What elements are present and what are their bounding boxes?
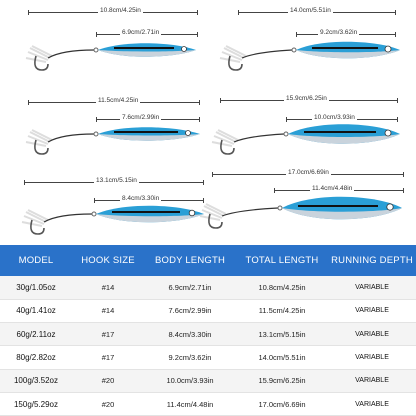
total-length-dimension: 15.9cm/6.25in: [220, 95, 398, 103]
cell-total-length: 15.9cm/6.25in: [236, 369, 328, 393]
table-header-row: MODEL HOOK SIZE BODY LENGTH TOTAL LENGTH…: [0, 245, 416, 276]
cell-body-length: 10.0cm/3.93in: [144, 369, 236, 393]
column-header-body-length: BODY LENGTH: [154, 255, 226, 266]
cell-body-length: 6.9cm/2.71in: [144, 276, 236, 300]
cell-model: 60g/2.11oz: [0, 322, 72, 347]
cell-hook-size: #14: [72, 299, 144, 324]
jig-lure-image: [24, 38, 204, 78]
jig-lure-image: [218, 38, 408, 78]
cell-total-length: 13.1cm/5.15in: [236, 322, 328, 347]
table-row: 150g/5.29oz #20 11.4cm/4.48in 17.0cm/6.6…: [0, 392, 416, 416]
cell-total-length: 11.5cm/4.25in: [236, 299, 328, 324]
body-length-label: 9.2cm/3.62in: [318, 29, 360, 36]
cell-running-depth: VARIABLE: [328, 345, 416, 370]
body-length-dimension: 7.6cm/2.99in: [96, 114, 200, 122]
cell-body-length: 9.2cm/3.62in: [144, 345, 236, 370]
cell-running-depth: VARIABLE: [328, 392, 416, 416]
cell-running-depth: VARIABLE: [328, 276, 416, 300]
cell-model: 30g/1.05oz: [0, 276, 72, 300]
table-row: 30g/1.05oz #14 6.9cm/2.71in 10.8cm/4.25i…: [0, 276, 416, 300]
cell-hook-size: #14: [72, 276, 144, 300]
body-length-dimension: 6.9cm/2.71in: [96, 29, 198, 37]
product-illustration: 10.8cm/4.25in 6.9cm/2.71in 14.0cm/5.51in…: [20, 7, 408, 242]
cell-total-length: 10.8cm/4.25in: [236, 276, 328, 300]
cell-total-length: 17.0cm/6.69in: [236, 392, 328, 416]
table-row: 60g/2.11oz #17 8.4cm/3.30in 13.1cm/5.15i…: [0, 322, 416, 347]
jig-lure-image: [24, 122, 204, 162]
body-length-dimension: 10.0cm/3.93in: [286, 114, 398, 122]
cell-body-length: 11.4cm/4.48in: [144, 392, 236, 416]
cell-body-length: 8.4cm/3.30in: [144, 322, 236, 347]
table-row: 100g/3.52oz #20 10.0cm/3.93in 15.9cm/6.2…: [0, 369, 416, 393]
body-length-label: 7.6cm/2.99in: [120, 114, 162, 121]
column-header-running-depth: RUNNING DEPTH: [331, 255, 413, 266]
cell-hook-size: #17: [72, 322, 144, 347]
total-length-dimension: 11.5cm/4.25in: [28, 97, 200, 105]
body-length-label: 6.9cm/2.71in: [120, 29, 162, 36]
cell-model: 100g/3.52oz: [0, 369, 72, 393]
cell-running-depth: VARIABLE: [328, 322, 416, 347]
total-length-label: 17.0cm/6.69in: [286, 169, 331, 176]
total-length-label: 15.9cm/6.25in: [284, 95, 329, 102]
jig-lure-image: [198, 196, 406, 242]
column-header-hook-size: HOOK SIZE: [81, 255, 135, 266]
total-length-label: 13.1cm/5.15in: [94, 177, 139, 184]
total-length-label: 11.5cm/4.25in: [96, 97, 141, 104]
spec-table-container: MODEL HOOK SIZE BODY LENGTH TOTAL LENGTH…: [0, 245, 416, 416]
table-row: 80g/2.82oz #17 9.2cm/3.62in 14.0cm/5.51i…: [0, 345, 416, 370]
body-length-label: 8.4cm/3.30in: [120, 195, 162, 202]
cell-hook-size: #20: [72, 392, 144, 416]
cell-running-depth: VARIABLE: [328, 299, 416, 324]
total-length-dimension: 13.1cm/5.15in: [24, 177, 204, 185]
body-length-label: 10.0cm/3.93in: [312, 114, 357, 121]
total-length-dimension: 10.8cm/4.25in: [28, 7, 198, 15]
cell-running-depth: VARIABLE: [328, 369, 416, 393]
cell-model: 150g/5.29oz: [0, 392, 72, 416]
jig-lure-image: [20, 202, 206, 242]
jig-lure-image: [210, 122, 406, 166]
body-length-label: 11.4cm/4.48in: [310, 185, 355, 192]
body-length-dimension: 9.2cm/3.62in: [296, 29, 396, 37]
body-length-dimension: 11.4cm/4.48in: [274, 185, 404, 193]
total-length-dimension: 17.0cm/6.69in: [212, 169, 404, 177]
cell-total-length: 14.0cm/5.51in: [236, 345, 328, 370]
cell-hook-size: #20: [72, 369, 144, 393]
total-length-dimension: 14.0cm/5.51in: [238, 7, 396, 15]
spec-table: MODEL HOOK SIZE BODY LENGTH TOTAL LENGTH…: [0, 245, 416, 416]
cell-model: 40g/1.41oz: [0, 299, 72, 324]
total-length-label: 14.0cm/5.51in: [288, 7, 333, 14]
column-header-total-length: TOTAL LENGTH: [245, 255, 319, 266]
column-header-model: MODEL: [18, 255, 54, 266]
total-length-label: 10.8cm/4.25in: [98, 7, 143, 14]
cell-body-length: 7.6cm/2.99in: [144, 299, 236, 324]
table-row: 40g/1.41oz #14 7.6cm/2.99in 11.5cm/4.25i…: [0, 299, 416, 324]
body-length-dimension: 8.4cm/3.30in: [94, 195, 204, 203]
cell-model: 80g/2.82oz: [0, 345, 72, 370]
cell-hook-size: #17: [72, 345, 144, 370]
